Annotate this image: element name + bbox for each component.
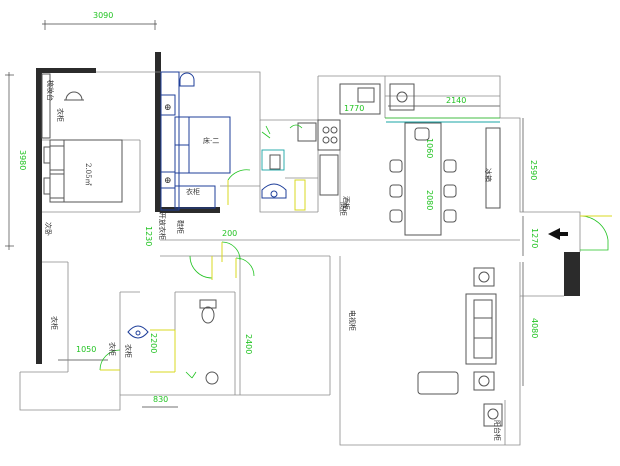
wine-cabinet-label: 酒柜: [342, 196, 351, 210]
bedroom-2: 梳妆台 衣柜 2.05㎡ 次卧 衣柜: [41, 73, 123, 330]
tv-cabinet-label: 电视柜: [348, 310, 357, 331]
dim-bath-height: 2200: [149, 333, 158, 353]
dim-kitchen-width: 2140: [446, 96, 466, 105]
dim-living-length: 4080: [530, 318, 539, 338]
dim-bath-width: 830: [153, 395, 168, 404]
balcony-cabinet-label: 阳台柜: [493, 420, 502, 441]
dim-kitchen-counter: 1770: [344, 104, 364, 113]
dim-corridor-width: 1230: [144, 226, 153, 246]
lower-left-room: 衣柜: [42, 342, 117, 373]
dim-bath-height-right: 2400: [244, 334, 253, 354]
bedroom2-area: 2.05㎡: [84, 163, 92, 186]
shower-tray: [297, 122, 317, 142]
shoe-cabinet-label: 鞋柜: [176, 220, 185, 234]
dining-table: [389, 122, 501, 236]
master-bed-label: 床·二: [203, 136, 219, 145]
living-room: 电视柜 阳台柜: [348, 267, 503, 441]
dim-right-upper: 2590: [529, 160, 538, 180]
svg-text:⊕: ⊕: [164, 176, 172, 186]
kitchen: 酒柜 冰箱: [317, 83, 500, 210]
bedroom2-wardrobe-label: 衣柜: [56, 108, 65, 122]
entry: [548, 215, 612, 251]
dim-entry: 1270: [530, 228, 539, 248]
fridge-label: 冰箱: [484, 168, 493, 182]
double-bed: [49, 139, 123, 203]
bedroom2-name: 次卧: [44, 222, 53, 236]
open-wardrobe-label: 开放衣柜: [158, 212, 167, 240]
dimension-lines: 3090 3980 1770 2140 2590 1060 2080 1270 …: [5, 11, 539, 408]
master-wardrobe-label: 衣柜: [186, 187, 200, 196]
bedroom2-wardrobe2-label: 衣柜: [50, 316, 59, 330]
bathroom-2: 衣柜: [124, 299, 219, 385]
coffee-table: [417, 371, 459, 395]
bathroom-1: [261, 122, 317, 211]
dim-left-height: 3980: [18, 150, 27, 170]
dim-table-length: 2080: [425, 190, 434, 210]
toilet: [201, 306, 215, 324]
master-bedroom: ⊕ 床·二 ⊕ 衣柜 开放衣柜 鞋柜: [158, 71, 231, 240]
dim-study-width: 1050: [76, 345, 96, 354]
bath-label: 衣柜: [124, 344, 133, 358]
svg-text:⊕: ⊕: [164, 103, 172, 113]
entry-arrow-icon: [548, 228, 568, 240]
tall-cabinet-label: 高柜: [339, 202, 348, 216]
sofa: [465, 293, 497, 365]
dim-top-width: 3090: [93, 11, 113, 20]
study-wardrobe-label: 衣柜: [108, 342, 117, 356]
structural-walls: [36, 52, 580, 364]
doors: [99, 169, 255, 371]
dim-door-gap: 200: [222, 229, 237, 238]
dim-table-width: 1060: [425, 138, 434, 158]
bedroom2-dresser-label: 梳妆台: [46, 80, 55, 101]
